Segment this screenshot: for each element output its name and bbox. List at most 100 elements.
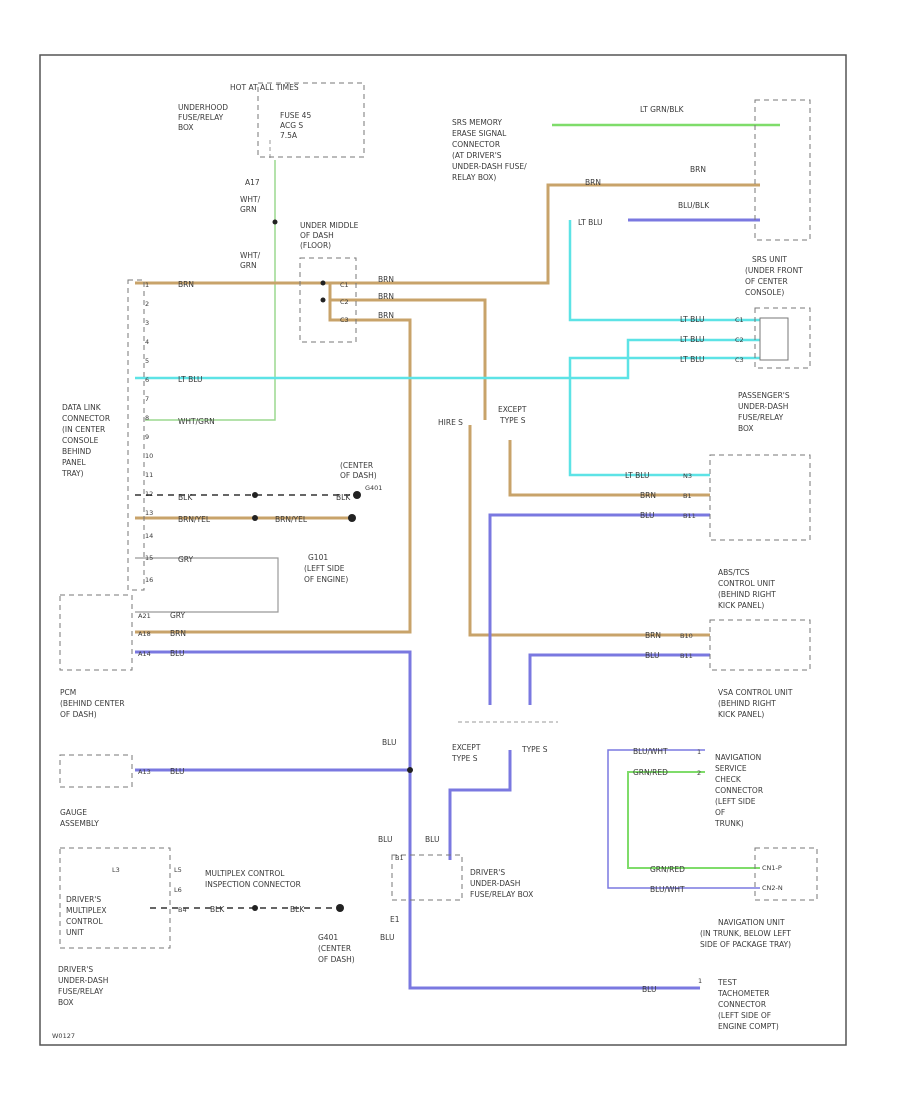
wire-label: BRN bbox=[640, 491, 656, 500]
dlc-pin: 4 bbox=[145, 338, 149, 346]
pin-label: 1 bbox=[697, 748, 701, 756]
pin-label: B10 bbox=[680, 632, 693, 640]
srs-unit-box bbox=[754, 307, 811, 369]
wire-label: BLU bbox=[170, 649, 184, 658]
dlc-pin: 15 bbox=[145, 554, 153, 562]
under-middle-label-1: UNDER MIDDLE bbox=[300, 221, 359, 230]
pin-label: A18 bbox=[138, 630, 151, 638]
ground-symbol bbox=[348, 514, 356, 522]
pin-label: A21 bbox=[138, 612, 151, 620]
mux-inspection-2: INSPECTION CONNECTOR bbox=[205, 880, 301, 889]
type-s-label: TYPE S bbox=[521, 745, 548, 754]
dlc-label-5: BEHIND bbox=[62, 447, 91, 456]
drivers-mux-4: UNIT bbox=[66, 928, 84, 937]
wire-brn-pass bbox=[508, 440, 710, 497]
pass-box-label-4: BOX bbox=[738, 424, 754, 433]
wire-label: GRY bbox=[170, 611, 186, 620]
srs-memory-label-6: RELAY BOX) bbox=[452, 173, 496, 182]
ground-label: G401 bbox=[365, 484, 382, 492]
g101-label-3: OF ENGINE) bbox=[304, 575, 348, 584]
wire-label: LT BLU bbox=[680, 355, 705, 364]
diagram-frame bbox=[39, 54, 847, 1046]
pin-label: A14 bbox=[138, 650, 151, 658]
dlc-pin: 10 bbox=[145, 452, 153, 460]
pin-label: N3 bbox=[683, 472, 692, 480]
nav-unit-label-1: NAVIGATION UNIT bbox=[718, 918, 785, 927]
dlc-pin: 8 bbox=[145, 414, 149, 422]
wire-label: BRN/YEL bbox=[275, 515, 308, 524]
nav-service-label-5: (LEFT SIDE bbox=[715, 797, 756, 806]
ground-symbol bbox=[353, 491, 361, 499]
dlc-label-7: TRAY) bbox=[61, 469, 84, 478]
pin-label: B11 bbox=[680, 652, 693, 660]
wire-blu-vsa bbox=[528, 653, 710, 705]
fuse-label-2: ACG S bbox=[280, 121, 303, 130]
pin-label: CN1-P bbox=[762, 864, 782, 872]
nav-service-label-1: NAVIGATION bbox=[715, 753, 761, 762]
dlc-pin: 11 bbox=[145, 471, 153, 479]
pin-label: C1 bbox=[735, 316, 744, 324]
wire-label: LT BLU bbox=[680, 315, 705, 324]
except-type-s-2a: EXCEPT bbox=[452, 743, 481, 752]
splice-dot bbox=[320, 297, 326, 303]
abs-label-3: (BEHIND RIGHT bbox=[718, 590, 776, 599]
except-type-s-2b: TYPE S bbox=[451, 754, 478, 763]
drivers-mux-3: CONTROL bbox=[66, 917, 103, 926]
dlc-pin: 1 bbox=[145, 281, 149, 289]
wire-label: WHT/ bbox=[240, 195, 261, 204]
wire-label: LT BLU bbox=[178, 375, 203, 384]
fuse-box-label-3: BOX bbox=[178, 123, 194, 132]
gauge-label-1: GAUGE bbox=[60, 808, 87, 817]
srs-memory-label-3: CONNECTOR bbox=[452, 140, 500, 149]
mux-inspection-1: MULTIPLEX CONTROL bbox=[205, 869, 285, 878]
fuse-label-1: FUSE 45 bbox=[280, 111, 311, 120]
srs-memory-label-4: (AT DRIVER'S bbox=[452, 151, 502, 160]
wire-label: BLU bbox=[382, 738, 396, 747]
dlc-pin: 9 bbox=[145, 433, 149, 441]
nav-service-label-4: CONNECTOR bbox=[715, 786, 763, 795]
srs-memory-connector-box bbox=[754, 99, 811, 241]
pin-label: C1 bbox=[340, 281, 349, 289]
passengers-fuse-box bbox=[709, 454, 811, 541]
abs-label-1: ABS/TCS bbox=[718, 568, 750, 577]
splice-dot bbox=[252, 905, 258, 911]
wire-label: BRN bbox=[170, 629, 186, 638]
wire-gry bbox=[135, 557, 279, 613]
pcm-box bbox=[59, 594, 133, 671]
wire-label: BLU/WHT bbox=[650, 885, 685, 894]
under-middle-dash-connector bbox=[299, 257, 357, 343]
pin-label: L5 bbox=[174, 866, 182, 874]
wire-label: WHT/ bbox=[240, 251, 261, 260]
center-dash-label-1: (CENTER bbox=[340, 461, 373, 470]
srs-unit-label-1: SRS UNIT bbox=[752, 255, 787, 264]
wire-blu-wht bbox=[607, 749, 760, 889]
wire-label: BLU bbox=[640, 511, 654, 520]
pin-label: CN2-N bbox=[762, 884, 783, 892]
wire-label: GRN bbox=[240, 261, 257, 270]
test-tach-label-3: CONNECTOR bbox=[718, 1000, 766, 1009]
pin-label: B4 bbox=[178, 906, 187, 914]
dlc-pin: 16 bbox=[145, 576, 153, 584]
wire-label: BLU bbox=[380, 933, 394, 942]
drivers-fuse-box-right bbox=[391, 854, 463, 901]
wire-lt-blu-pass bbox=[568, 356, 760, 477]
wire-label: BLK bbox=[178, 493, 193, 502]
wire-label: LT BLU bbox=[578, 218, 603, 227]
wire-label: BLU/BLK bbox=[678, 201, 710, 210]
wire-label: BLU bbox=[425, 835, 439, 844]
pin-label: C2 bbox=[735, 336, 744, 344]
wire-label: BLK bbox=[290, 905, 305, 914]
wire-label: BRN bbox=[690, 165, 706, 174]
dlc-label-1: DATA LINK bbox=[62, 403, 102, 412]
diagram-code: W0127 bbox=[52, 1032, 75, 1040]
pin-label: 1 bbox=[698, 977, 702, 985]
wire-label: BLK bbox=[210, 905, 225, 914]
dlc-pin: 13 bbox=[145, 509, 153, 517]
wire-label: LT BLU bbox=[680, 335, 705, 344]
srs-memory-label-2: ERASE SIGNAL bbox=[452, 129, 507, 138]
drivers-fuse-2: UNDER-DASH bbox=[58, 976, 108, 985]
wire-label: BRN bbox=[378, 292, 394, 301]
g101-label-2: (LEFT SIDE bbox=[304, 564, 345, 573]
nav-unit-label-3: SIDE OF PACKAGE TRAY) bbox=[700, 940, 791, 949]
